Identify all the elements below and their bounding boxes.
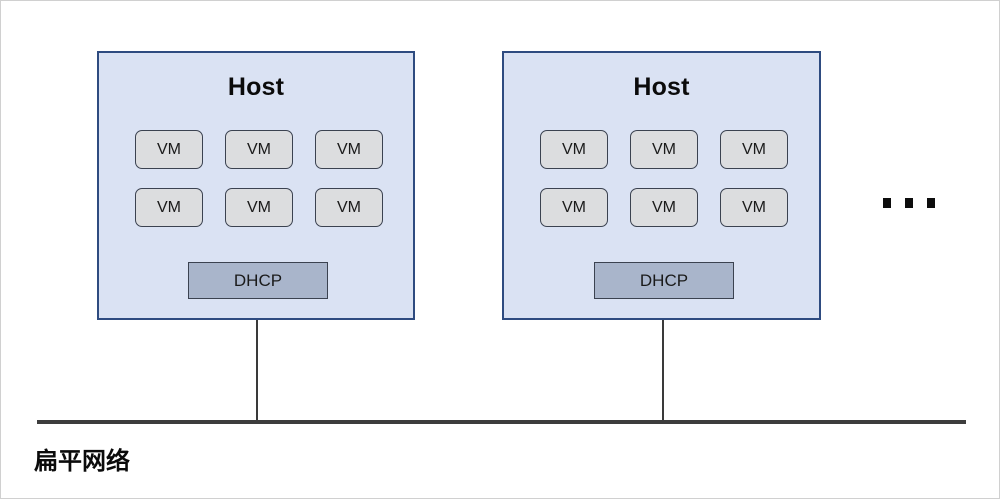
more-hosts-ellipsis — [883, 198, 935, 208]
vm-box-2-4[interactable]: VM — [540, 188, 608, 227]
dhcp-box-2[interactable]: DHCP — [594, 262, 734, 299]
vm-box-2-5[interactable]: VM — [630, 188, 698, 227]
vm-box-1-1[interactable]: VM — [135, 130, 203, 169]
vm-box-1-4[interactable]: VM — [135, 188, 203, 227]
vm-box-1-2[interactable]: VM — [225, 130, 293, 169]
host-2-network-connector — [662, 320, 664, 422]
vm-box-1-3[interactable]: VM — [315, 130, 383, 169]
host-box-2[interactable]: Host VM VM VM VM VM VM DHCP — [502, 51, 821, 320]
ellipsis-dot-1 — [883, 198, 891, 208]
vm-box-2-3[interactable]: VM — [720, 130, 788, 169]
vm-box-1-5[interactable]: VM — [225, 188, 293, 227]
dhcp-box-1[interactable]: DHCP — [188, 262, 328, 299]
vm-box-2-2[interactable]: VM — [630, 130, 698, 169]
vm-box-2-6[interactable]: VM — [720, 188, 788, 227]
host-title-1: Host — [227, 73, 285, 101]
vm-box-2-1[interactable]: VM — [540, 130, 608, 169]
ellipsis-dot-2 — [905, 198, 913, 208]
host-box-1[interactable]: Host VM VM VM VM VM VM DHCP — [97, 51, 415, 320]
flat-network-bus-line — [37, 420, 966, 424]
flat-network-label: 扁平网络 — [34, 448, 130, 475]
vm-box-1-6[interactable]: VM — [315, 188, 383, 227]
host-1-network-connector — [256, 320, 258, 422]
ellipsis-dot-3 — [927, 198, 935, 208]
host-title-2: Host — [633, 73, 690, 101]
